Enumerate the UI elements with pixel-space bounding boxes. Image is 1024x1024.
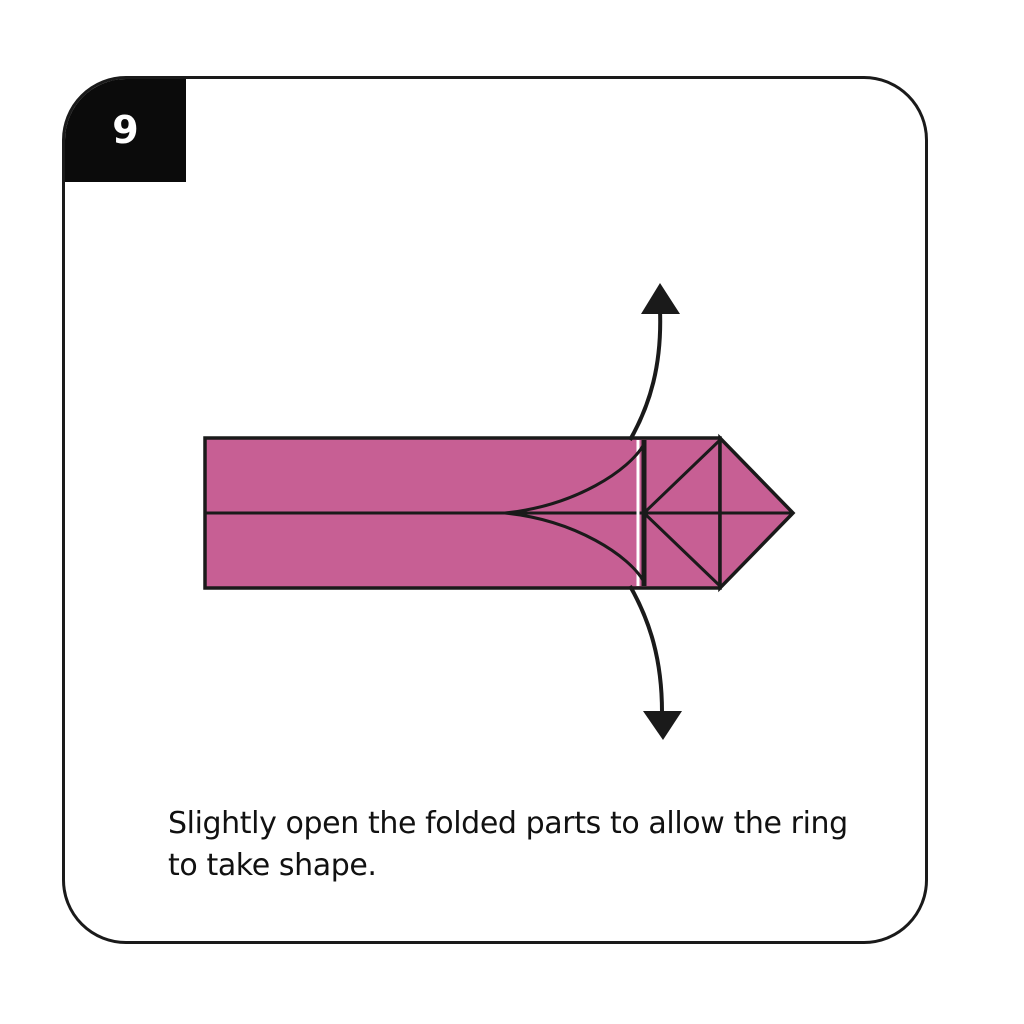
step-badge: 9 <box>65 79 186 182</box>
step-number: 9 <box>112 107 139 152</box>
instruction-text: Slightly open the folded parts to allow … <box>168 806 848 883</box>
